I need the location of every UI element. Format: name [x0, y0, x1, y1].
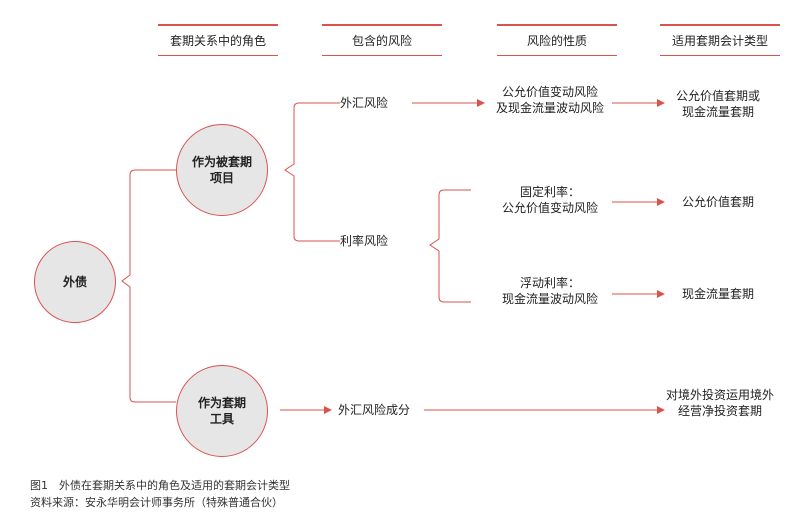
nature-floating-line2: 现金流量波动风险	[501, 292, 598, 306]
node-hedging-instrument-line1: 作为套期	[197, 396, 246, 410]
header-role-text: 套期关系中的角色	[169, 34, 266, 48]
header-accounting-text: 适用套期会计类型	[671, 34, 768, 48]
risk-fx: 外汇风险	[340, 96, 389, 110]
risk-interest-rate: 利率风险	[340, 234, 389, 248]
nature-floating-line1: 浮动利率：	[519, 276, 580, 290]
header-accounting: 适用套期会计类型	[660, 24, 780, 56]
accounting-floating: 现金流量套期	[681, 287, 754, 301]
header-risk-text: 包含的风险	[351, 34, 412, 48]
node-hedging-instrument-line2: 工具	[209, 412, 234, 426]
accounting-fx: 公允价值套期或 现金流量套期	[662, 88, 774, 120]
nature-fixed-line1: 固定利率：	[519, 185, 580, 199]
nature-fx: 公允价值变动风险 及现金流量波动风险	[488, 84, 612, 116]
accounting-instrument-line2: 经营净投资套期	[677, 404, 762, 418]
header-nature: 风险的性质	[497, 24, 617, 56]
interest-rate-bracket	[429, 189, 471, 303]
accounting-fx-line2: 现金流量套期	[681, 105, 754, 119]
accounting-fx-line1: 公允价值套期或	[675, 89, 760, 103]
source-caption: 资料来源：安永华明会计师事务所（特殊普通合伙）	[30, 496, 283, 509]
node-hedged-item-line2: 项目	[209, 171, 234, 185]
accounting-fixed: 公允价值套期	[681, 195, 754, 209]
nature-fixed: 固定利率： 公允价值变动风险	[488, 184, 612, 216]
accounting-instrument: 对境外投资运用境外 经营净投资套期	[654, 387, 786, 419]
node-hedged-item-line1: 作为被套期	[191, 155, 252, 169]
nature-fx-line2: 及现金流量波动风险	[495, 101, 604, 115]
header-role: 套期关系中的角色	[158, 24, 278, 56]
node-root-label: 外债	[62, 275, 87, 289]
figure-caption: 图1 外债在套期关系中的角色及适用的套期会计类型	[30, 479, 290, 492]
node-hedged-item: 作为被套期 项目	[176, 124, 268, 216]
header-risk: 包含的风险	[322, 24, 442, 56]
nature-floating: 浮动利率： 现金流量波动风险	[488, 275, 612, 307]
nature-fixed-line2: 公允价值变动风险	[501, 201, 598, 215]
risk-fx-component: 外汇风险成分	[338, 403, 411, 417]
node-root: 外债	[34, 241, 116, 323]
hedged-item-bracket	[284, 102, 340, 242]
root-bracket	[121, 169, 176, 403]
accounting-instrument-line1: 对境外投资运用境外	[665, 388, 774, 402]
header-nature-text: 风险的性质	[526, 34, 587, 48]
nature-fx-line1: 公允价值变动风险	[501, 85, 598, 99]
node-hedging-instrument: 作为套期 工具	[176, 365, 268, 457]
